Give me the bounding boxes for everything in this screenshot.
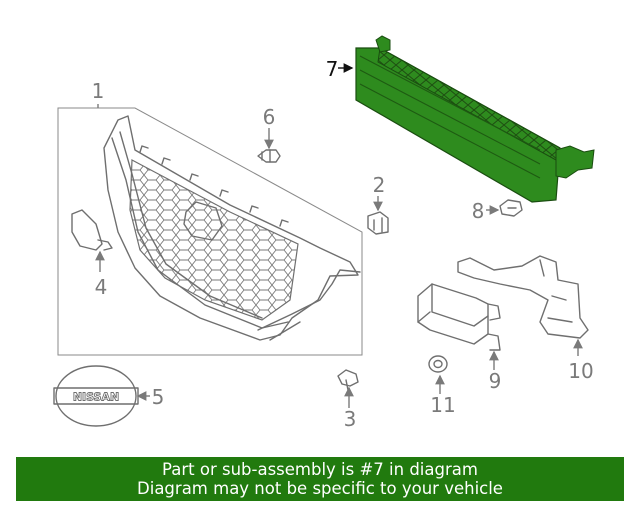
callout-5: 5 [152, 385, 165, 409]
part-6-clip [257, 149, 281, 163]
part-10-bracket [457, 255, 589, 339]
part-2-retainer [367, 211, 389, 235]
callout-4: 4 [95, 275, 108, 299]
grille-emblem-opening [183, 201, 223, 241]
callout-9: 9 [489, 369, 502, 393]
part-9-sensor [417, 283, 501, 351]
callout-11: 11 [430, 393, 455, 417]
part-3-push-clip [337, 369, 359, 391]
grille-clips [139, 145, 289, 227]
callout-6: 6 [263, 105, 276, 129]
grille-outer [103, 115, 359, 341]
grille-lower-lip [257, 269, 361, 341]
info-banner: Part or sub-assembly is #7 in diagram Di… [16, 457, 624, 501]
part-5-emblem: NISSAN [53, 365, 139, 427]
part-8-bolt [499, 199, 523, 217]
callout-8: 8 [472, 199, 485, 223]
part-7-air-guide [355, 35, 595, 203]
grille-mesh [129, 159, 299, 321]
banner-line-2: Diagram may not be specific to your vehi… [137, 479, 503, 498]
callout-10: 10 [568, 359, 593, 383]
emblem-text: NISSAN [73, 391, 119, 404]
callout-7: 7 [326, 57, 339, 81]
callout-3: 3 [344, 407, 357, 431]
grille-frame-outline [57, 107, 363, 356]
part-4-cover [71, 209, 113, 251]
banner-line-1: Part or sub-assembly is #7 in diagram [162, 460, 478, 479]
callout-1: 1 [92, 79, 105, 103]
leader-lines [95, 63, 583, 408]
grille-assembly [57, 107, 363, 356]
part-11-grommet [428, 355, 448, 373]
callout-labels: 1 2 3 4 5 6 7 8 9 10 11 [92, 57, 594, 431]
callout-2: 2 [373, 173, 386, 197]
